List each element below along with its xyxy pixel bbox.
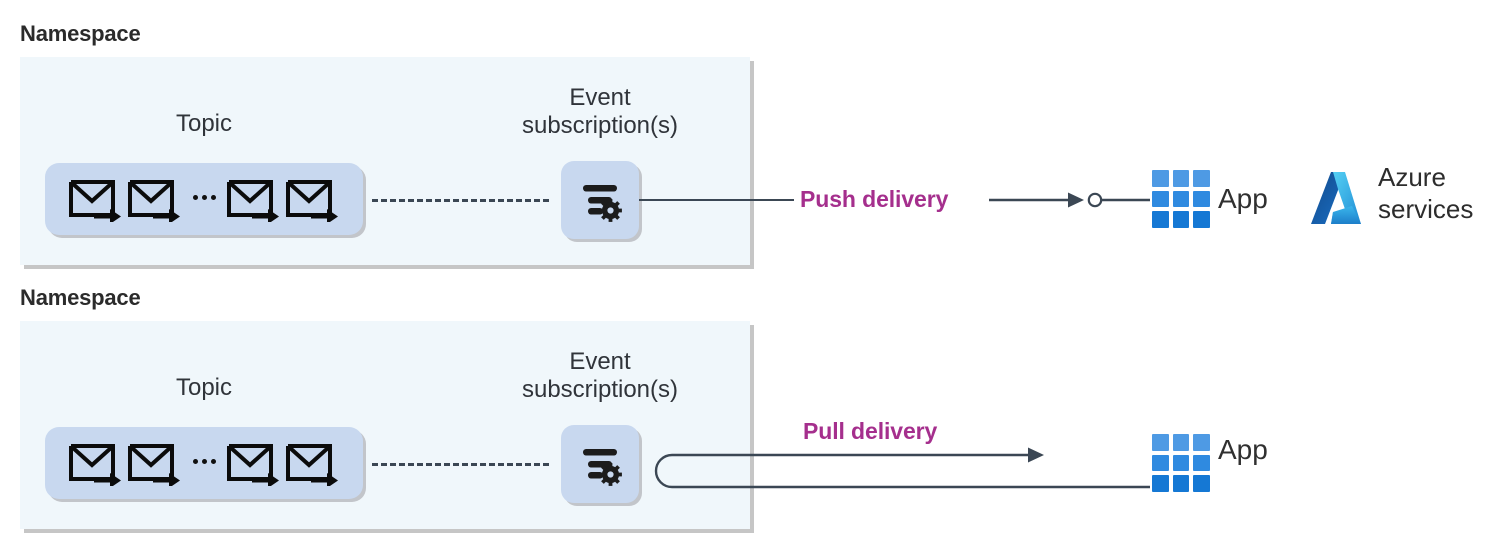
app-grid-icon[interactable] bbox=[1152, 170, 1210, 228]
namespace-label-push: Namespace bbox=[20, 21, 141, 46]
event-subscription-tile-pull[interactable] bbox=[561, 425, 639, 503]
envelope-with-arrow-icon bbox=[68, 180, 121, 222]
filter-settings-icon bbox=[583, 449, 622, 486]
envelope-with-arrow-icon bbox=[68, 444, 121, 486]
topic-label-pull: Topic bbox=[175, 374, 233, 401]
app-label-push: App bbox=[1218, 183, 1268, 214]
azure-logo-icon bbox=[1305, 168, 1367, 235]
topic-to-subscription-link-push bbox=[372, 199, 549, 202]
ellipsis-icon bbox=[186, 194, 223, 200]
event-subscription-label-pull: Event subscription(s) bbox=[521, 348, 679, 403]
ellipsis-icon bbox=[186, 458, 223, 464]
topic-label-push: Topic bbox=[175, 110, 233, 137]
app-label-pull: App bbox=[1218, 434, 1268, 465]
topic-to-subscription-link-pull bbox=[372, 463, 549, 466]
envelope-with-arrow-icon bbox=[127, 180, 180, 222]
envelope-with-arrow-icon bbox=[285, 444, 338, 486]
subscription-outflow-line-push bbox=[639, 199, 794, 201]
topic-tile-push[interactable] bbox=[45, 163, 363, 235]
app-grid-icon[interactable] bbox=[1152, 434, 1210, 492]
push-delivery-label: Push delivery bbox=[800, 186, 949, 212]
topic-tile-pull[interactable] bbox=[45, 427, 363, 499]
event-subscription-label-push: Event subscription(s) bbox=[521, 84, 679, 139]
filter-settings-icon bbox=[583, 185, 622, 222]
namespace-label-pull: Namespace bbox=[20, 285, 141, 310]
event-subscription-tile-push[interactable] bbox=[561, 161, 639, 239]
pull-delivery-label: Pull delivery bbox=[803, 418, 938, 444]
envelope-with-arrow-icon bbox=[226, 444, 279, 486]
envelope-with-arrow-icon bbox=[226, 180, 279, 222]
azure-services-label: Azure services bbox=[1378, 162, 1474, 224]
envelope-with-arrow-icon bbox=[285, 180, 338, 222]
envelope-with-arrow-icon bbox=[127, 444, 180, 486]
